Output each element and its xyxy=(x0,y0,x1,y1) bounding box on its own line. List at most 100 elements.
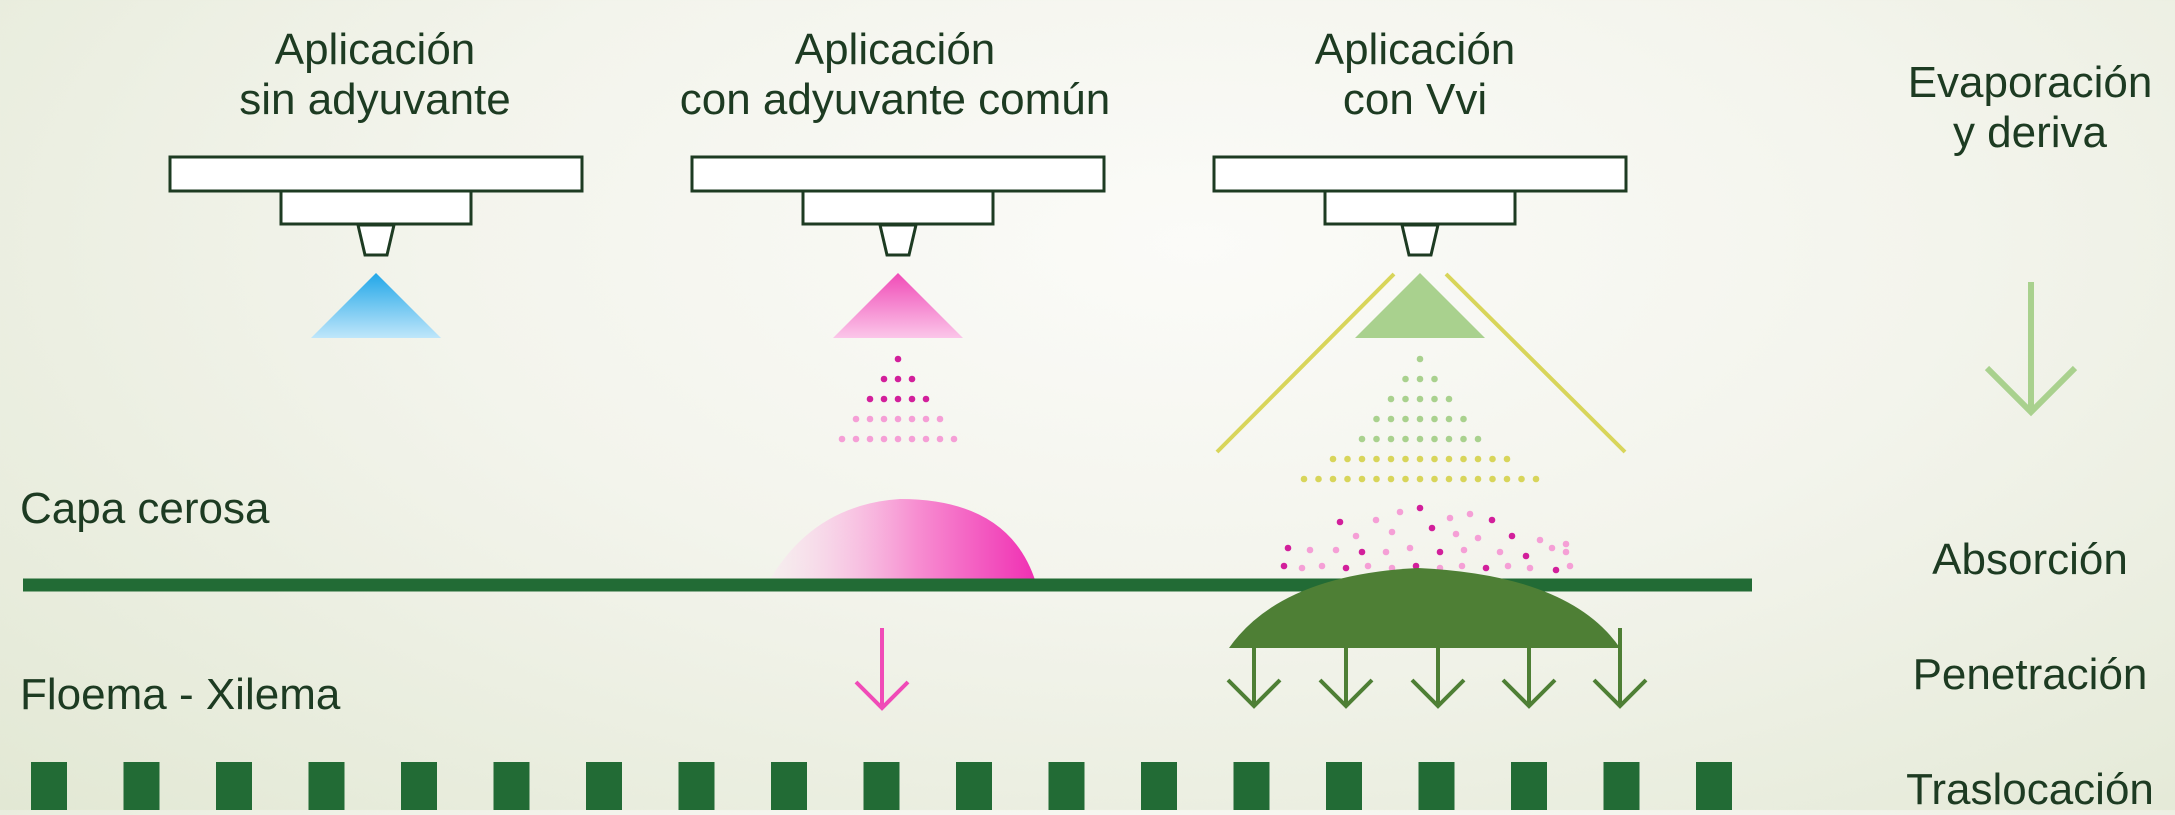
title-common-adjuvant-line1: Aplicación xyxy=(794,25,996,74)
droplet-dot xyxy=(1342,564,1350,572)
droplet-dot xyxy=(852,415,860,423)
droplet-dot xyxy=(1482,564,1490,572)
translocation-square xyxy=(771,762,807,810)
title-no-adjuvant-line1: Aplicación xyxy=(274,25,476,74)
droplets-vvi xyxy=(1300,355,1540,483)
droplet-dot xyxy=(922,415,930,423)
translocation-square xyxy=(1511,762,1547,810)
droplet-dot xyxy=(1496,548,1504,556)
droplet-dot xyxy=(880,395,888,403)
translocation-square xyxy=(678,762,715,810)
translocation-square xyxy=(1326,762,1362,810)
droplet-dot xyxy=(1466,510,1474,518)
stage-penetration-text: Penetración xyxy=(1912,650,2148,699)
droplet-dot xyxy=(1332,546,1340,554)
droplet-dot xyxy=(894,415,902,423)
nozzle-common-adjuvant xyxy=(690,155,1106,257)
droplet-dot xyxy=(1373,415,1380,423)
droplet-dot xyxy=(1352,532,1360,540)
stage-translocation-text: Traslocación xyxy=(1906,765,2154,814)
droplet-dot xyxy=(1300,475,1308,483)
droplet-dot xyxy=(908,375,916,383)
droplet-dot xyxy=(1488,516,1496,524)
droplet-dot xyxy=(936,435,944,443)
spray-cone-blue xyxy=(311,273,441,338)
penetration-arrow-head xyxy=(1226,678,1282,709)
translocation-square xyxy=(1418,762,1455,810)
droplet-dot xyxy=(908,415,916,423)
vvi-spray-line-left xyxy=(1215,272,1396,454)
vvi-penetration-dome xyxy=(1229,568,1620,648)
droplet-dot xyxy=(894,355,902,363)
penetration-arrow-head xyxy=(1592,678,1648,709)
translocation-square xyxy=(1603,762,1640,810)
penetration-arrow-head xyxy=(1410,678,1466,709)
droplet-dot xyxy=(1373,475,1380,483)
droplet-dot xyxy=(1552,566,1560,574)
droplet-dot xyxy=(1474,435,1482,443)
droplet-dot xyxy=(1436,548,1444,556)
droplet-dot xyxy=(1416,355,1424,363)
droplet-dot xyxy=(1503,455,1511,463)
droplet-dot xyxy=(1460,475,1467,483)
droplet-dot xyxy=(1431,455,1438,463)
droplet-dot xyxy=(1536,536,1544,544)
droplet-dot xyxy=(880,415,888,423)
droplet-dot xyxy=(922,395,930,403)
droplet-dot xyxy=(1518,475,1525,483)
droplet-dot xyxy=(1412,562,1420,570)
droplet-dot xyxy=(880,435,888,443)
droplet-dot xyxy=(1416,475,1424,483)
title-no-adjuvant: Aplicación sin adyuvante xyxy=(190,25,560,125)
droplet-dot xyxy=(1388,528,1396,536)
evaporation-arrow xyxy=(1984,282,2078,417)
droplet-dot xyxy=(1416,415,1424,423)
droplet-dot xyxy=(1387,475,1395,483)
droplet-dot xyxy=(1373,435,1380,443)
stage-evaporation-line2: y deriva xyxy=(1952,108,2108,157)
title-vvi-line2: con Vvi xyxy=(1342,75,1488,124)
title-no-adjuvant-line2: sin adyuvante xyxy=(239,75,511,124)
translocation-square xyxy=(586,762,622,810)
droplet-dot xyxy=(1387,435,1395,443)
droplet-dot xyxy=(1460,455,1467,463)
layer-vascular-label: Floema - Xilema xyxy=(20,670,341,719)
droplet-dot xyxy=(1460,546,1468,554)
droplet-dot xyxy=(1284,544,1292,552)
droplet-dot xyxy=(1364,562,1372,570)
droplet-dot xyxy=(1387,415,1395,423)
droplet-dot xyxy=(1402,435,1409,443)
droplet-dot xyxy=(1508,532,1516,540)
stage-evaporation: Evaporación y deriva xyxy=(1880,58,2175,158)
translocation-square xyxy=(31,762,67,810)
droplet-dot xyxy=(1566,562,1574,570)
droplet-dot xyxy=(1306,546,1314,554)
title-vvi-line1: Aplicación xyxy=(1314,25,1516,74)
droplet-dot xyxy=(1402,375,1409,383)
droplet-dot xyxy=(936,415,944,423)
droplets-pink xyxy=(838,355,958,443)
droplet-dot xyxy=(1445,415,1453,423)
droplet-dot xyxy=(1358,435,1366,443)
droplet-dot xyxy=(1474,475,1482,483)
droplet-dot xyxy=(1416,375,1424,383)
droplet-dot xyxy=(1336,518,1344,526)
droplet-dot xyxy=(1503,475,1511,483)
droplet-dot xyxy=(1329,455,1337,463)
droplet-dot xyxy=(1532,475,1540,483)
translocation-square xyxy=(401,762,437,810)
translocation-square xyxy=(1233,762,1270,810)
droplet-dot xyxy=(1431,395,1438,403)
translocation-square xyxy=(956,762,992,810)
droplet-dot xyxy=(1298,564,1306,572)
penetration-arrow-head xyxy=(1318,678,1374,709)
droplet-dot xyxy=(1406,544,1414,552)
droplet-dot xyxy=(852,435,860,443)
stage-penetration: Penetración xyxy=(1880,650,2175,700)
droplet-dot xyxy=(950,435,958,443)
stage-absorption: Absorción xyxy=(1880,535,2175,585)
translocation-square xyxy=(863,762,900,810)
droplet-dot xyxy=(1431,435,1438,443)
droplet-dot xyxy=(1489,475,1496,483)
